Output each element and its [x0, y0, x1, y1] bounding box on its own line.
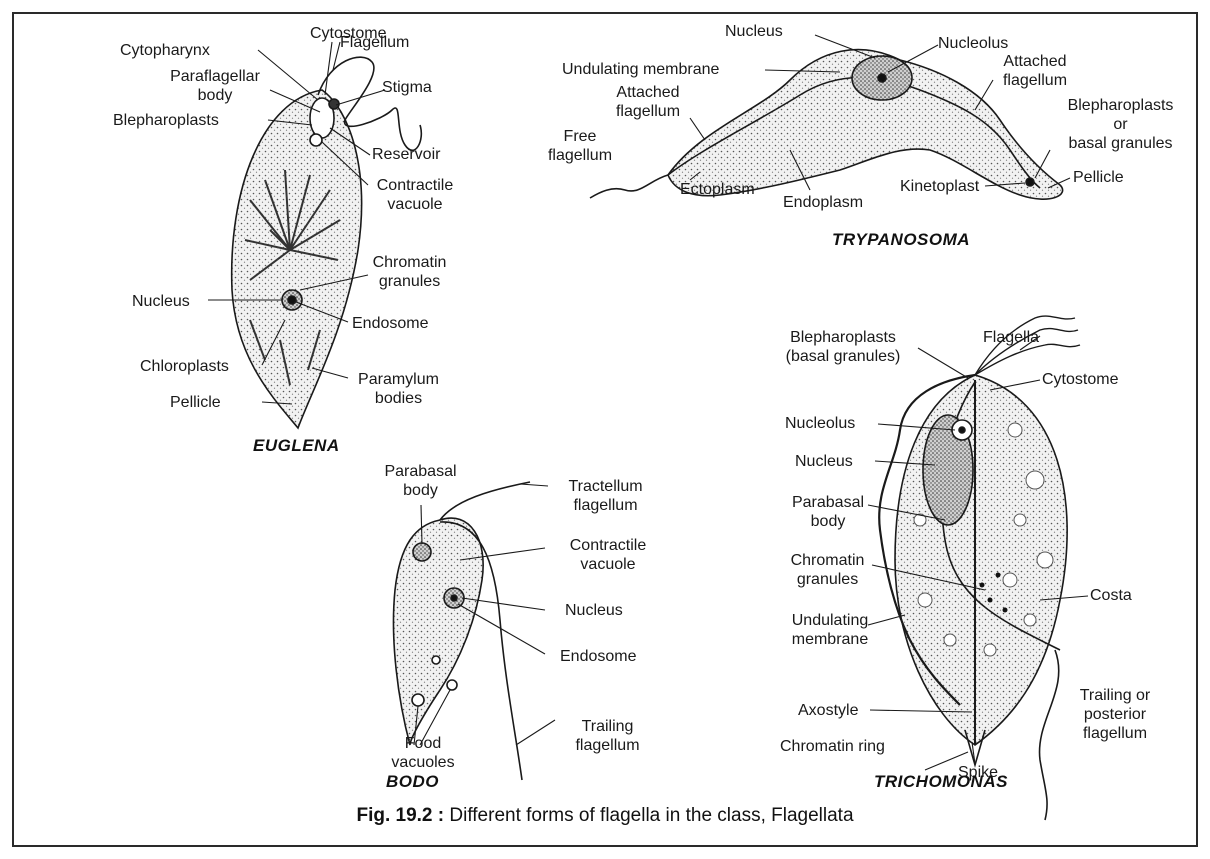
trichomonas-label-undulating-membrane: Undulating membrane	[780, 611, 880, 649]
trypanosoma-label-blepharoplasts: Blepharoplasts or basal granules	[1048, 96, 1193, 153]
figure-caption-text: Different forms of flagella in the class…	[449, 805, 853, 826]
euglena-label-chromatin-granules: Chromatin granules	[362, 253, 457, 291]
trichomonas-label-nucleolus: Nucleolus	[785, 414, 855, 433]
euglena-label-endosome: Endosome	[352, 314, 429, 333]
figure-caption: Fig. 19.2 : Different forms of flagella …	[0, 805, 1210, 827]
trichomonas-label-axostyle: Axostyle	[798, 701, 858, 720]
euglena-label-contractile-vacuole: Contractile vacuole	[360, 176, 470, 214]
trypanosoma-label-nucleolus: Nucleolus	[938, 34, 1008, 53]
euglena-label-pellicle: Pellicle	[170, 393, 221, 412]
bodo-label-nucleus: Nucleus	[565, 601, 623, 620]
bodo-label-food-vacuoles: Food vacuoles	[378, 734, 468, 772]
trichomonas-label-chromatin-ring: Chromatin ring	[780, 737, 885, 756]
trypanosoma-label-ectoplasm: Ectoplasm	[680, 180, 755, 199]
bodo-label-contractile-vacuole: Contractile vacuole	[548, 536, 668, 574]
bodo-label-parabasal-body: Parabasal body	[368, 462, 473, 500]
trypanosoma-label-nucleus: Nucleus	[725, 22, 783, 41]
trypanosoma-label-endoplasm: Endoplasm	[783, 193, 863, 212]
bodo-label-trailing-flagellum: Trailing flagellum	[555, 717, 660, 755]
euglena-label-paraflagellar-body: Paraflagellar body	[150, 67, 280, 105]
trypanosoma-label-pellicle: Pellicle	[1073, 168, 1124, 187]
euglena-label-cytopharynx: Cytopharynx	[120, 41, 210, 60]
trypanosoma-label-attached-flagellum-left: Attached flagellum	[598, 83, 698, 121]
euglena-label-flagellum: Flagellum	[340, 33, 409, 52]
trypanosoma-name: TRYPANOSOMA	[832, 230, 970, 250]
bodo-label-endosome: Endosome	[560, 647, 637, 666]
bodo-name: BODO	[386, 772, 439, 792]
trichomonas-label-trailing-flagellum: Trailing or posterior flagellum	[1060, 686, 1170, 743]
trichomonas-label-costa: Costa	[1090, 586, 1132, 605]
trypanosoma-label-undulating-membrane: Undulating membrane	[562, 60, 719, 79]
trichomonas-name: TRICHOMONAS	[874, 772, 1008, 792]
figure-caption-number: Fig. 19.2 :	[356, 805, 444, 826]
euglena-label-reservoir: Reservoir	[372, 145, 440, 164]
euglena-name: EUGLENA	[253, 436, 340, 456]
trypanosoma-label-attached-flagellum-right: Attached flagellum	[990, 52, 1080, 90]
trichomonas-label-cytostome: Cytostome	[1042, 370, 1118, 389]
euglena-label-paramylum-bodies: Paramylum bodies	[346, 370, 451, 408]
trypanosoma-label-kinetoplast: Kinetoplast	[900, 177, 979, 196]
euglena-label-chloroplasts: Chloroplasts	[140, 357, 229, 376]
euglena-label-stigma: Stigma	[382, 78, 432, 97]
bodo-label-tractellum-flagellum: Tractellum flagellum	[548, 477, 663, 515]
trichomonas-label-nucleus: Nucleus	[795, 452, 853, 471]
trichomonas-label-parabasal-body: Parabasal body	[783, 493, 873, 531]
trypanosoma-label-free-flagellum: Free flagellum	[540, 127, 620, 165]
trichomonas-label-chromatin-granules: Chromatin granules	[780, 551, 875, 589]
euglena-label-blepharoplasts: Blepharoplasts	[113, 111, 219, 130]
euglena-label-nucleus: Nucleus	[132, 292, 190, 311]
trichomonas-label-blepharoplasts: Blepharoplasts (basal granules)	[758, 328, 928, 366]
trichomonas-label-flagella: Flagella	[983, 328, 1039, 347]
